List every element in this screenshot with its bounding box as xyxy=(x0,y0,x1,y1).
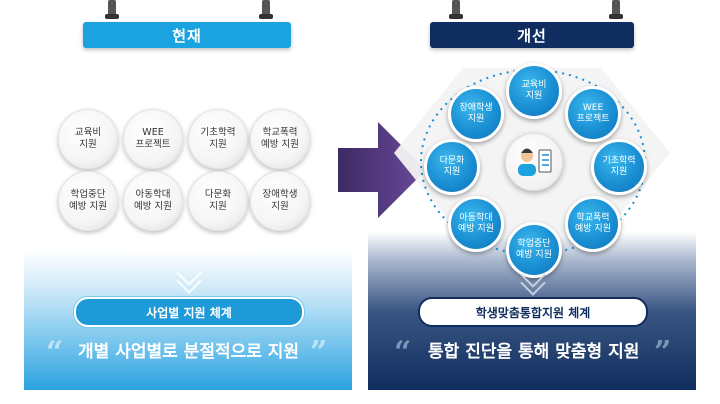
improved-node: 학업중단 예방 지원 xyxy=(506,222,562,278)
hanging-pin-icon xyxy=(259,0,273,19)
current-item-circle: 장애학생 지원 xyxy=(250,171,310,231)
current-system-label: 사업별 지원 체계 xyxy=(74,297,304,327)
open-quote-icon: “ xyxy=(394,335,412,370)
improved-node: WEE 프로젝트 xyxy=(565,86,621,142)
hanging-pin-icon xyxy=(609,0,623,19)
open-quote-icon: “ xyxy=(46,335,64,370)
improved-node: 교육비 지원 xyxy=(506,63,562,119)
improved-slogan: 통합 진단을 통해 맞춤형 지원 xyxy=(428,342,640,362)
current-item-circle: 기초학력 지원 xyxy=(188,109,248,169)
current-item-circle: 학교폭력 예방 지원 xyxy=(250,109,310,169)
close-quote-icon: ” xyxy=(654,335,672,370)
hanging-pin-icon xyxy=(449,0,463,19)
current-slogan: 개별 사업별로 분절적으로 지원 xyxy=(78,342,300,362)
improved-header: 개선 xyxy=(430,22,634,48)
improved-node: 다문화 지원 xyxy=(424,139,480,195)
improved-node: 장애학생 지원 xyxy=(448,86,504,142)
arrow-right-icon xyxy=(338,122,426,218)
current-item-circle: 다문화 지원 xyxy=(188,171,248,231)
current-item-circle: 아동학대 예방 지원 xyxy=(123,171,183,231)
current-item-circle: WEE 프로젝트 xyxy=(123,109,183,169)
improved-node: 아동학대 예방 지원 xyxy=(448,196,504,252)
improved-node: 기초학력 지원 xyxy=(591,139,647,195)
close-quote-icon: ” xyxy=(310,335,328,370)
hanging-pin-icon xyxy=(105,0,119,19)
current-header: 현재 xyxy=(83,22,291,48)
current-item-circle: 학업중단 예방 지원 xyxy=(58,171,118,231)
current-item-circle: 교육비 지원 xyxy=(58,109,118,169)
improved-system-label: 학생맞춤통합지원 체계 xyxy=(418,297,648,327)
person-checklist-icon xyxy=(505,133,563,191)
improved-node: 학교폭력 예방 지원 xyxy=(565,196,621,252)
